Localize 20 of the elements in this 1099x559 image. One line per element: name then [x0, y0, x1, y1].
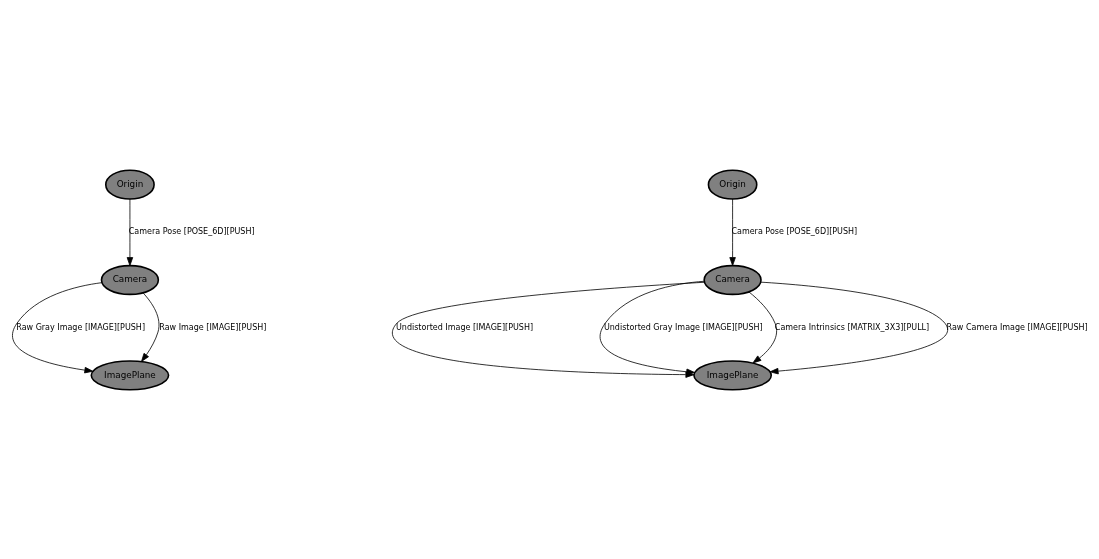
- node-ellipse: Camera: [703, 264, 762, 295]
- edge-label: Raw Camera Image [IMAGE][PUSH]: [946, 322, 1088, 332]
- arrow: [12, 281, 103, 373]
- edge-label: Camera Pose [POSE_6D][PUSH]: [128, 226, 255, 236]
- edge-label: Camera Intrinsics [MATRIX_3X3][PULL]: [774, 322, 930, 332]
- node-ellipse: ImagePlane: [693, 359, 773, 391]
- edge-label: Raw Image [IMAGE][PUSH]: [159, 322, 267, 332]
- node-ellipse: Origin: [707, 168, 758, 200]
- arrow: [141, 292, 160, 362]
- edge-label: Raw Gray Image [IMAGE][PUSH]: [16, 322, 146, 332]
- edge-label: Undistorted Image [IMAGE][PUSH]: [395, 322, 534, 332]
- node-ellipse: Camera: [100, 264, 160, 295]
- arrow: [126, 198, 134, 266]
- arrow: [729, 198, 736, 266]
- arrow: [599, 280, 705, 375]
- edge-label: Undistorted Gray Image [IMAGE][PUSH]: [603, 322, 763, 332]
- arrow: [748, 291, 777, 363]
- arrow: [760, 281, 949, 374]
- node-ellipse: Origin: [105, 168, 155, 200]
- node-ellipse: ImagePlane: [90, 359, 170, 391]
